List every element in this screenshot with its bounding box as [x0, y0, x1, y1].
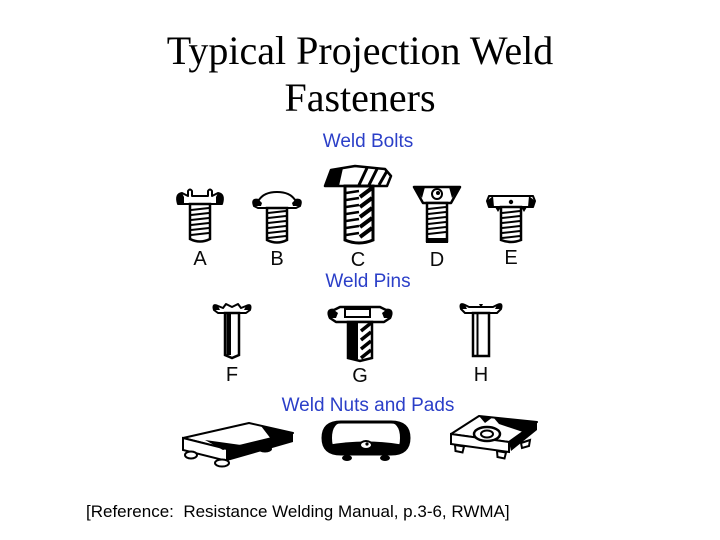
- figure-letter-g: G: [352, 365, 368, 387]
- reference-text: [Reference: Resistance Welding Manual, p…: [86, 502, 510, 521]
- oval-nut-illustration: [321, 420, 411, 461]
- section-label-weld-nuts-pads: Weld Nuts and Pads: [281, 395, 455, 416]
- weld-bolt-b-figure: B: [248, 185, 306, 269]
- pin-g-illustration: [327, 305, 393, 363]
- figure-letter-c: C: [350, 249, 366, 271]
- bolt-c-illustration: [323, 164, 393, 245]
- figure-letter-a: A: [193, 248, 207, 270]
- section-label-weld-bolts: Weld Bolts: [322, 131, 414, 152]
- bolt-e-illustration: [486, 195, 536, 244]
- bolt-d-illustration: [412, 185, 462, 243]
- weld-pin-f-figure: F: [208, 297, 256, 385]
- weld-bolt-c-figure: C: [321, 162, 395, 270]
- bolt-a-illustration: [176, 188, 224, 243]
- pin-f-illustration: [212, 303, 252, 360]
- rectangular-pad-illustration: [182, 422, 294, 468]
- section-label-weld-pins: Weld Pins: [325, 271, 411, 292]
- figure-letter-f: F: [225, 364, 239, 386]
- bolt-b-illustration: [252, 191, 302, 244]
- weld-pin-h-figure: H: [456, 297, 506, 385]
- figure-letter-d: D: [429, 249, 445, 271]
- weld-nut-oval-figure: [317, 417, 415, 469]
- weld-bolt-a-figure: A: [173, 183, 227, 269]
- weld-bolt-e-figure: E: [483, 186, 539, 268]
- square-nut-illustration: [450, 415, 538, 460]
- weld-bolt-d-figure: D: [411, 178, 463, 270]
- figure-letter-b: B: [270, 248, 284, 270]
- weld-pin-g-figure: G: [324, 298, 396, 386]
- weld-nut-square-figure: [437, 406, 549, 472]
- weld-pad-rectangular-figure: [175, 414, 299, 472]
- figure-letter-h: H: [473, 364, 489, 386]
- page-title: Typical Projection Weld Fasteners: [166, 28, 554, 120]
- pin-h-illustration: [459, 303, 503, 358]
- figure-letter-e: E: [504, 247, 518, 269]
